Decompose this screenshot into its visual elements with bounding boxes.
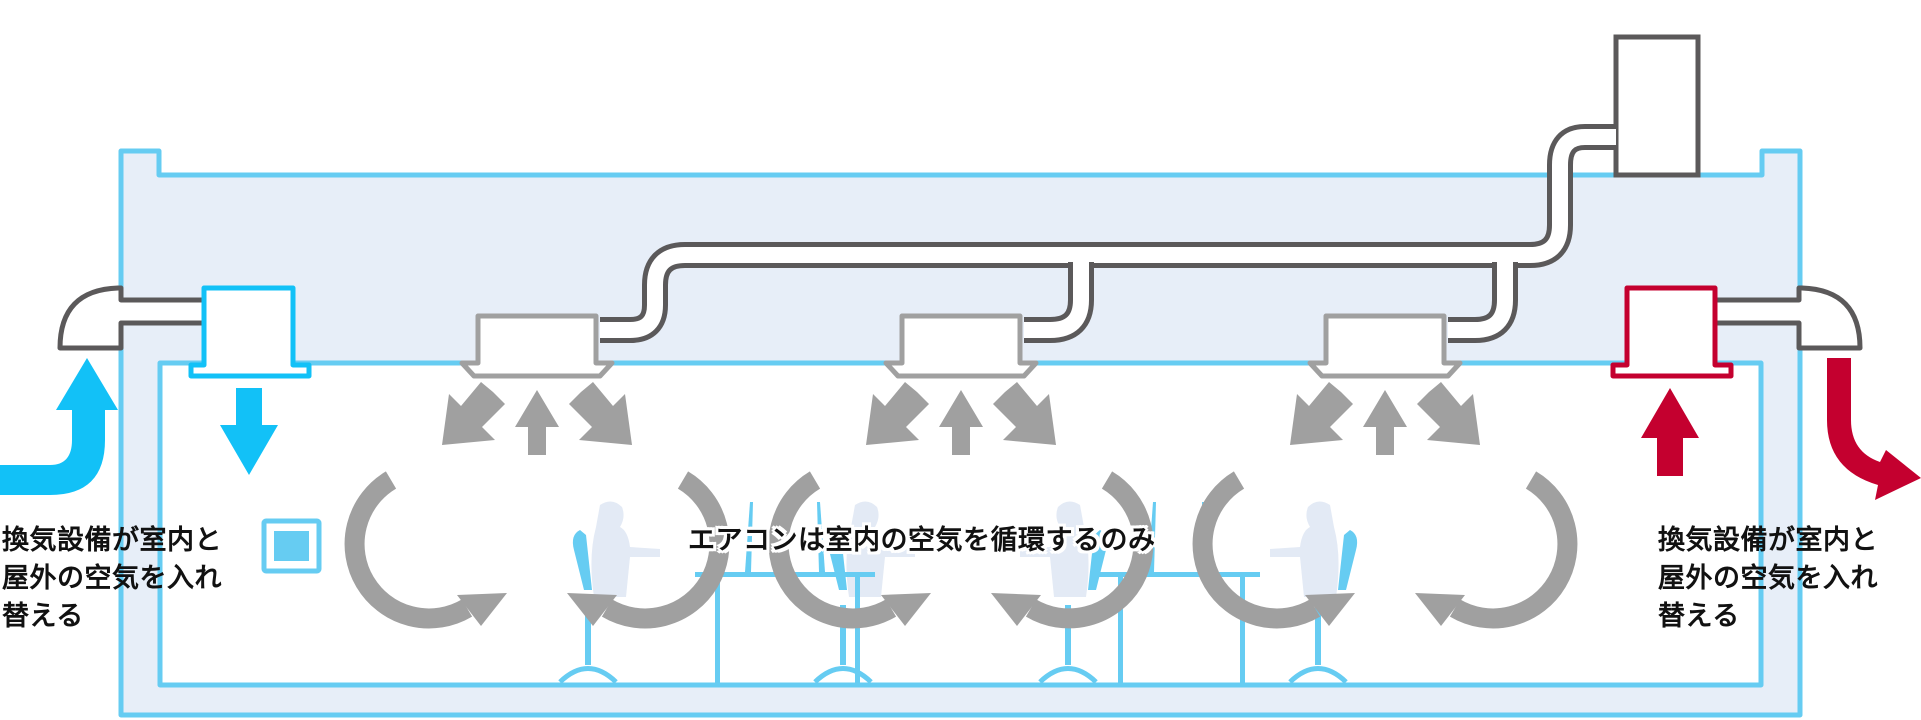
label-line: 替える	[2, 601, 84, 632]
aircon-unit-1	[442, 313, 632, 455]
label-line: 換気設備が室内と	[1658, 525, 1878, 556]
person-at-desk	[1270, 501, 1358, 684]
airflow-up-arrow	[939, 390, 983, 455]
aircon-label: エアコンは室内の空気を循環するのみ	[688, 525, 1156, 556]
exhaust-ventilation-unit	[1610, 285, 1734, 379]
exhaust-up-arrow	[1641, 388, 1699, 476]
exhaust-arrow-outside	[1827, 358, 1921, 500]
airflow-right-arrow	[1417, 382, 1480, 445]
filter-icon	[261, 518, 322, 574]
circulation-arrow-right	[1415, 471, 1578, 629]
supply-down-arrow	[220, 388, 278, 475]
airflow-up-arrow	[515, 390, 559, 455]
label-line: 替える	[1658, 601, 1740, 632]
aircon-unit-2	[866, 313, 1056, 455]
building-shell	[118, 148, 1803, 718]
ventilation-label-right: 換気設備が室内と 屋外の空気を入れ 替える	[1658, 522, 1878, 636]
ventilation-label-left: 換気設備が室内と 屋外の空気を入れ 替える	[2, 522, 222, 636]
refrigerant-duct	[600, 124, 1616, 343]
airflow-up-arrow	[1363, 390, 1407, 455]
airflow-left-arrow	[866, 382, 929, 445]
supply-ventilation-unit	[188, 285, 312, 379]
airflow-right-arrow	[993, 382, 1056, 445]
person-at-desk	[558, 501, 660, 684]
aircon-unit-3	[1290, 313, 1480, 455]
airflow-right-arrow	[569, 382, 632, 445]
intake-arrow-outside	[0, 358, 118, 495]
circulation-arrow-left	[768, 471, 931, 629]
label-line: 屋外の空気を入れ	[2, 563, 222, 594]
circulation-arrow-right	[567, 471, 730, 629]
circulation-arrow-right	[991, 471, 1154, 629]
airflow-left-arrow	[442, 382, 505, 445]
circulation-arrow-left	[344, 471, 507, 629]
person-at-desk	[1020, 501, 1108, 684]
label-line: 屋外の空気を入れ	[1658, 563, 1878, 594]
airflow-left-arrow	[1290, 382, 1353, 445]
outdoor-unit	[1613, 34, 1701, 178]
label-line: 換気設備が室内と	[2, 525, 222, 556]
circulation-arrow-left	[1192, 471, 1355, 629]
